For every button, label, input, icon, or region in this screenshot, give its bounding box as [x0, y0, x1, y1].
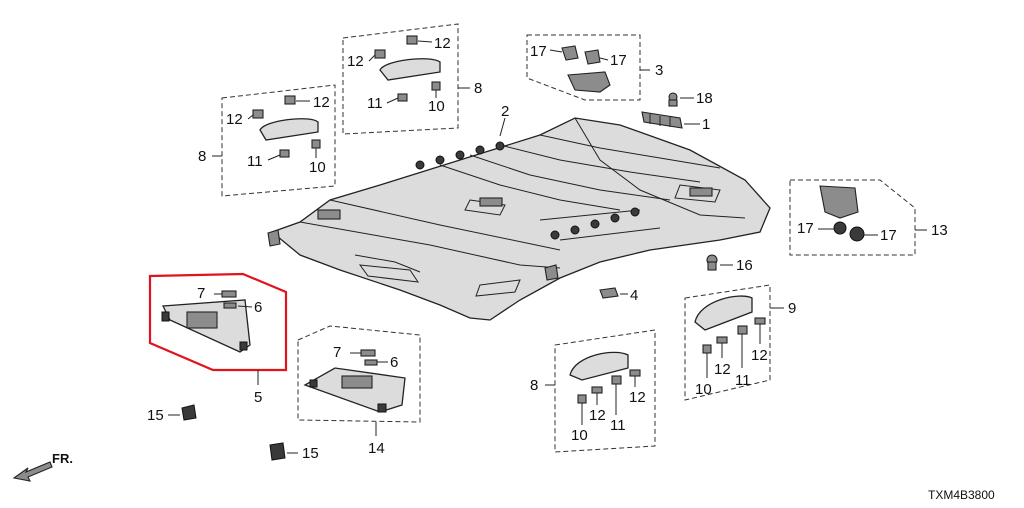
- callout-15-a: 15: [147, 407, 164, 424]
- part-15-clip-bottom: [269, 442, 298, 461]
- callout-17-a: 17: [530, 43, 547, 60]
- callout-12-g: 12: [714, 361, 731, 378]
- part-16-clip: [706, 254, 733, 271]
- group-3: [526, 34, 650, 101]
- group-9: [684, 284, 784, 401]
- callout-7-b: 7: [333, 344, 341, 361]
- callout-6-a: 6: [254, 299, 262, 316]
- callout-11-a: 11: [247, 153, 263, 170]
- callout-13: 13: [931, 222, 948, 239]
- part-1-bracket: [641, 111, 700, 129]
- callout-11-b: 11: [367, 95, 383, 112]
- callout-2: 2: [501, 103, 509, 120]
- callout-6-b: 6: [390, 354, 398, 371]
- callout-10-b: 10: [428, 98, 445, 115]
- callout-12-a: 12: [226, 111, 243, 128]
- callout-5: 5: [254, 389, 262, 406]
- callout-12-h: 12: [751, 347, 768, 364]
- part-4-clip: [599, 287, 628, 299]
- callout-10-c: 10: [571, 427, 588, 444]
- callout-11-d: 11: [735, 372, 751, 389]
- group-8-bottom: [545, 329, 656, 453]
- callout-8-top: 8: [474, 80, 482, 97]
- callout-12-d: 12: [434, 35, 451, 52]
- callout-3: 3: [655, 62, 663, 79]
- group-5-highlighted: [148, 272, 288, 385]
- callout-17-d: 17: [880, 227, 897, 244]
- part-15-clip-left: [168, 404, 197, 421]
- callout-12-c: 12: [347, 53, 364, 70]
- group-13: [789, 179, 927, 256]
- callout-8-bottom: 8: [530, 377, 538, 394]
- callout-14: 14: [368, 440, 385, 457]
- callout-15-b: 15: [302, 445, 319, 462]
- callout-16: 16: [736, 257, 753, 274]
- leader-lines: [214, 40, 878, 425]
- callout-8-left: 8: [198, 148, 206, 165]
- group-8-left: [212, 84, 336, 197]
- callout-4: 4: [630, 287, 638, 304]
- callout-7-a: 7: [197, 285, 205, 302]
- callout-12-b: 12: [313, 94, 330, 111]
- callout-18: 18: [696, 90, 713, 107]
- callout-17-c: 17: [797, 220, 814, 237]
- callout-10-a: 10: [309, 159, 326, 176]
- group-8-top: [342, 23, 470, 135]
- front-label: FR.: [52, 451, 73, 466]
- part-18-bolt: [668, 92, 694, 107]
- callout-11-c: 11: [610, 417, 626, 434]
- headliner: [267, 117, 771, 321]
- callout-9: 9: [788, 300, 796, 317]
- callout-12-f: 12: [629, 389, 646, 406]
- callout-10-d: 10: [695, 381, 712, 398]
- callout-17-b: 17: [610, 52, 627, 69]
- diagram-code: TXM4B3800: [928, 488, 995, 502]
- callout-1: 1: [702, 116, 710, 133]
- callout-12-e: 12: [589, 407, 606, 424]
- group-14: [297, 325, 421, 436]
- front-direction-indicator: FR.: [12, 451, 73, 482]
